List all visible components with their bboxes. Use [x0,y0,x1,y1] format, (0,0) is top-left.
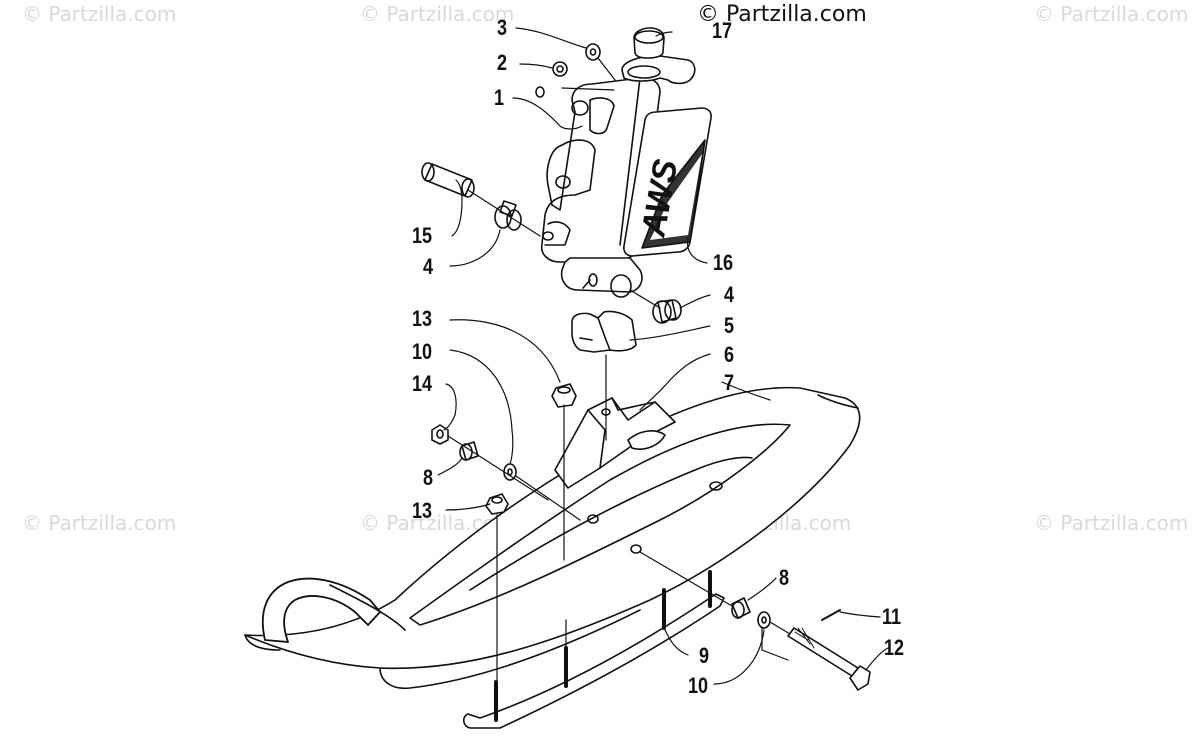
nut-part [485,493,509,515]
leader-lines [437,27,889,685]
washer-hole [761,616,767,624]
cotter-pin-part [821,609,841,621]
saddle-part [554,397,676,489]
callout-13: 13 [412,498,433,523]
callout-4: 4 [423,254,434,279]
assembly-lines [447,57,791,681]
watermark: © Partzilla.com [1034,2,1189,26]
washer-part [503,463,517,481]
spacer-part [459,441,479,461]
callout-8: 8 [779,565,790,590]
callout-3: 3 [497,15,508,40]
bolt-part [787,627,871,691]
nut-part [551,383,577,408]
bushing-part [421,162,475,198]
callout-10: 10 [688,673,709,698]
nut-part [552,61,568,77]
callout-17: 17 [712,18,733,43]
callout-11: 11 [882,604,902,629]
spacer-part [731,597,751,619]
callout-16: 16 [713,250,734,275]
callout-5: 5 [724,313,735,338]
bushing-part [494,200,522,231]
callout-12: 12 [884,635,905,660]
callout-14: 14 [412,371,433,396]
washer-part [757,611,771,629]
watermark: © Partzilla.com [22,511,177,535]
bumper-part [571,310,637,353]
washer-part [585,43,601,61]
callout-9: 9 [699,643,710,668]
callout-7: 7 [724,370,735,395]
callout-8: 8 [423,465,434,490]
callout-13: 13 [412,306,433,331]
callout-6: 6 [724,342,735,367]
callout-2: 2 [497,50,508,75]
callout-15: 15 [412,223,433,248]
callout-4: 4 [724,282,735,307]
cap-part [621,27,696,85]
callout-10: 10 [412,339,433,364]
small-bolt-part [535,86,545,98]
ski-part [244,386,861,690]
nut-hole [556,65,564,73]
watermark: © Partzilla.com [22,2,177,26]
decal-part [623,107,712,257]
copyright-notice: © Partzilla.com [697,2,867,27]
bushing-part [652,299,682,324]
washer-hole [589,48,597,56]
nut-part [431,424,449,445]
watermark: © Partzilla.com [1034,511,1189,535]
wear-bar-part [462,570,725,729]
callout-1: 1 [494,85,505,110]
watermark: © Partzilla.com [360,2,515,26]
